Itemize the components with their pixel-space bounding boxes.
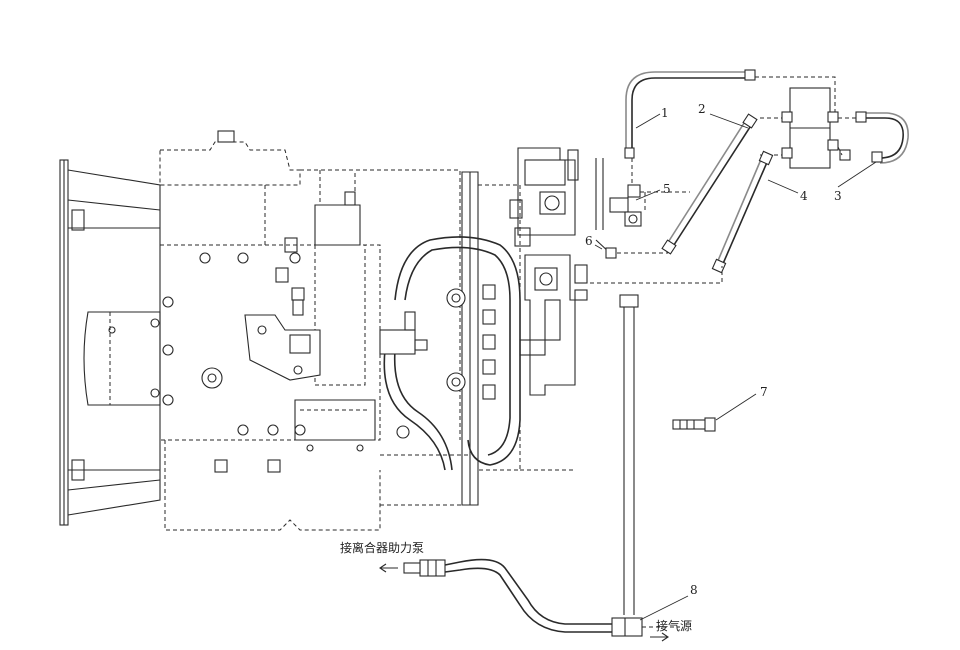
- gearbox-housing: [159, 130, 471, 531]
- part-1-pipe: [631, 77, 748, 150]
- part-4-pipe: [721, 159, 769, 267]
- bell-housing-flange: [59, 159, 161, 526]
- callout-6: 6: [585, 234, 593, 248]
- vertical-air-pipe: [623, 305, 635, 615]
- part-3-pipe: [858, 117, 904, 159]
- part-5-tee-fitting: [609, 184, 642, 227]
- engine-transmission-assembly: [59, 130, 604, 531]
- callout-numbers: 1 2 3 4 5 6 7 8: [585, 102, 842, 597]
- note-labels: 接离合器助力泵 接气源: [340, 540, 692, 642]
- callout-1: 1: [661, 106, 669, 120]
- callout-8: 8: [690, 583, 698, 597]
- callout-leaders: [594, 113, 877, 621]
- arrow-right-icon: [650, 632, 669, 642]
- callout-2: 2: [698, 102, 706, 116]
- callout-4: 4: [800, 189, 808, 203]
- part-7-bolt: [672, 417, 716, 432]
- part-6-fitting: [595, 239, 617, 259]
- note-to-clutch-booster: 接离合器助力泵: [340, 540, 424, 555]
- valve-block-and-piping: [379, 147, 604, 506]
- callout-3: 3: [834, 189, 842, 203]
- part-2-pipe: [671, 123, 753, 249]
- callout-7: 7: [760, 385, 768, 399]
- air-valve-block: [760, 87, 858, 169]
- arrow-left-icon: [379, 563, 395, 573]
- note-to-air-source: 接气源: [656, 618, 692, 633]
- part-8-tee-and-hose: [380, 558, 680, 637]
- callout-5: 5: [663, 182, 671, 196]
- air-lines: [380, 69, 909, 637]
